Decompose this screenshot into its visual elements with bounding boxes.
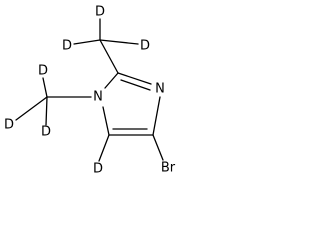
bond-c2-methyl: [99, 39, 119, 74]
atom-label-br: Br: [161, 161, 176, 176]
bond-n3-c4: [152, 96, 161, 136]
bond-n1-methyl-d-top: [42, 77, 48, 98]
atom-label-d5: D: [93, 162, 103, 177]
bond-c2-methyl-d-right: [99, 39, 139, 45]
bonds: [15, 18, 164, 162]
atom-label-d-methyl2-right: D: [140, 39, 150, 54]
bond-c2-n3-double-inner: [120, 79, 151, 91]
atom-label-d-methyl1-top: D: [38, 64, 48, 79]
atom-labels: D D D N N D D D Br D: [4, 5, 176, 177]
bond-n1-c2: [104, 72, 119, 89]
bond-c2-n3-double-outer: [117, 72, 152, 85]
bond-n1-methyl-d-bottom: [45, 96, 48, 126]
molecule-structure-diagram: D D D N N D D D Br D: [4, 5, 176, 177]
bond-n1-methyl-d-left: [15, 96, 48, 121]
bond-c4-br: [152, 134, 164, 161]
bond-c5-n1: [102, 106, 110, 136]
atom-label-n3: N: [155, 82, 165, 97]
atom-label-d-methyl2-left: D: [62, 39, 72, 54]
atom-label-d-methyl1-left: D: [4, 118, 14, 133]
atom-label-n1: N: [93, 90, 103, 105]
atom-label-d-methyl2-top: D: [95, 5, 105, 20]
bond-c2-methyl-d-left: [73, 39, 101, 45]
atom-label-d-methyl1-bottom: D: [41, 125, 51, 140]
bond-c5-d: [98, 134, 110, 162]
